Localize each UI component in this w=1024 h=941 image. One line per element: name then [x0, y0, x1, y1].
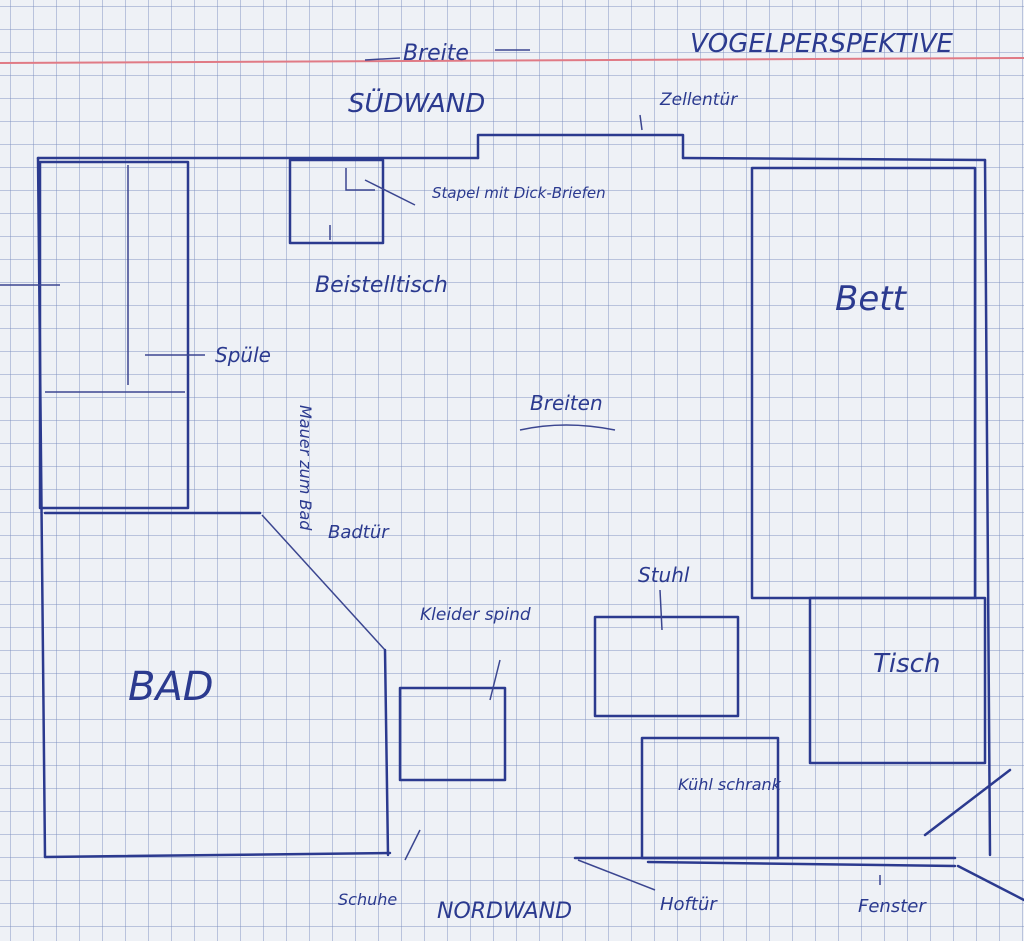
yard-door	[577, 859, 656, 891]
stack-label: Stapel mit Dick-Briefen	[432, 184, 606, 202]
bath-wall-label: Mauer zum Bad	[296, 405, 315, 531]
sink-label: Spüle	[215, 343, 271, 367]
window-label: Fenster	[858, 896, 927, 917]
width-label-mid: Breiten	[530, 391, 603, 415]
wardrobe	[398, 686, 507, 782]
bed	[750, 166, 977, 600]
table-label: Tisch	[873, 649, 940, 679]
south-wall	[36, 156, 987, 162]
bath-label: BAD	[128, 664, 214, 710]
north-wall	[43, 851, 957, 860]
south-wall-label: SÜDWAND	[348, 87, 485, 119]
cell-door-label: Zellentür	[659, 90, 738, 110]
north-wall-label: NORDWAND	[437, 899, 572, 924]
sink	[45, 165, 185, 393]
bed-label: Bett	[835, 279, 908, 319]
title: VOGELPERSPEKTIVE	[690, 29, 953, 59]
bath-door-label: Badtür	[328, 522, 390, 543]
side-table-label: Beistelltisch	[315, 273, 448, 298]
shoes-label: Schuhe	[338, 890, 397, 909]
fridge-label: Kühl schrank	[678, 775, 782, 794]
cell-door	[476, 133, 685, 160]
east-wall	[983, 158, 992, 857]
arrow-icon	[0, 49, 881, 885]
window-line	[646, 768, 1024, 902]
chair	[593, 615, 740, 718]
wardrobe-label: Kleider spind	[420, 605, 531, 625]
side-table	[288, 158, 385, 245]
margin-line	[0, 57, 1024, 64]
fridge	[640, 736, 780, 860]
width-label-top: Breite	[403, 41, 469, 66]
stack-marker	[345, 168, 416, 206]
kitchen-counter	[38, 160, 190, 510]
yard-door-label: Hoftür	[660, 894, 718, 915]
chair-label: Stuhl	[638, 563, 690, 587]
table	[808, 596, 987, 765]
bath-east-wall	[383, 648, 390, 857]
bath-door	[261, 514, 386, 651]
